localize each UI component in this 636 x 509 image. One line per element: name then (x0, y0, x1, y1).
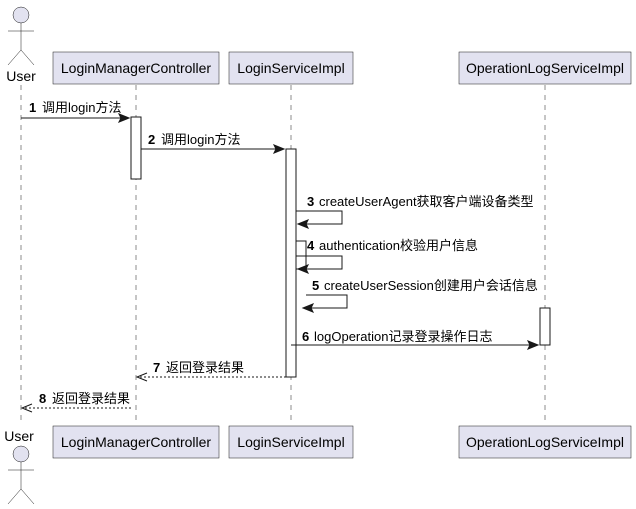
message-number: 8 (39, 391, 46, 406)
message-label: logOperation记录登录操作日志 (314, 329, 492, 344)
arrow-head (135, 372, 148, 382)
message-label: 返回登录结果 (166, 360, 244, 375)
participant-box (228, 425, 354, 459)
actor-head (12, 445, 30, 463)
participant-label: OperationLogServiceImpl (466, 434, 624, 450)
activation-oplog (539, 307, 551, 346)
arrow-head (117, 113, 131, 123)
participant-box (228, 51, 354, 85)
activation-controller (130, 116, 142, 180)
participant-oplog-top: OperationLogServiceImpl (458, 51, 632, 85)
message-4: 4 authentication校验用户信息 (296, 238, 478, 274)
arrow-head (296, 264, 310, 274)
participant-box (458, 51, 632, 85)
arrow-head (296, 219, 310, 229)
message-number: 2 (148, 132, 155, 147)
message-line (296, 255, 343, 270)
activation-service (285, 148, 297, 378)
participant-box (52, 425, 220, 459)
message-number: 3 (307, 194, 314, 209)
participant-service-top: LoginServiceImpl (228, 51, 354, 85)
participant-label: LoginManagerController (61, 434, 212, 450)
activation-service-nested (295, 240, 307, 270)
participant-label: LoginServiceImpl (237, 60, 344, 76)
participant-label: LoginManagerController (61, 60, 212, 76)
message-label: 返回登录结果 (52, 391, 130, 406)
message-line (303, 294, 348, 309)
arrow-head (526, 340, 540, 350)
message-1: 1 调用login方法 (21, 100, 131, 123)
participant-oplog-bottom: OperationLogServiceImpl (458, 425, 632, 459)
message-number: 1 (29, 100, 36, 115)
participant-box (458, 425, 632, 459)
arrow-head (301, 303, 315, 313)
participant-label: OperationLogServiceImpl (466, 60, 624, 76)
message-8: 8 返回登录结果 (20, 391, 131, 413)
message-2: 2 调用login方法 (141, 132, 286, 154)
participant-controller-bottom: LoginManagerController (52, 425, 220, 459)
actor-head (12, 6, 30, 24)
participant-service-bottom: LoginServiceImpl (228, 425, 354, 459)
message-number: 5 (312, 278, 319, 293)
actor-user-bottom: User (4, 428, 35, 505)
arrow-head (20, 403, 33, 413)
actor-user-label-bottom: User (4, 428, 34, 444)
message-label: authentication校验用户信息 (319, 238, 478, 253)
message-number: 6 (302, 329, 309, 344)
message-label: 调用login方法 (42, 100, 121, 115)
message-label: createUserAgent获取客户端设备类型 (319, 194, 534, 209)
message-6: 6 logOperation记录登录操作日志 (291, 329, 540, 350)
message-label: 调用login方法 (161, 132, 240, 147)
message-label: createUserSession创建用户会话信息 (324, 278, 538, 293)
message-3: 3 createUserAgent获取客户端设备类型 (296, 194, 534, 229)
message-line (296, 210, 343, 225)
actor-left-leg (7, 49, 22, 66)
actor-right-leg (20, 488, 35, 505)
arrow-head (272, 144, 286, 154)
actor-user-label-top: User (6, 68, 36, 84)
actor-user-top: User (6, 6, 36, 84)
message-number: 7 (153, 360, 160, 375)
message-number: 4 (307, 238, 315, 253)
participant-controller-top: LoginManagerController (52, 51, 220, 85)
participant-label: LoginServiceImpl (237, 434, 344, 450)
message-5: 5 createUserSession创建用户会话信息 (301, 278, 538, 313)
actor-left-leg (7, 488, 22, 505)
message-7: 7 返回登录结果 (135, 360, 286, 382)
participant-box (52, 51, 220, 85)
actor-right-leg (20, 49, 35, 66)
